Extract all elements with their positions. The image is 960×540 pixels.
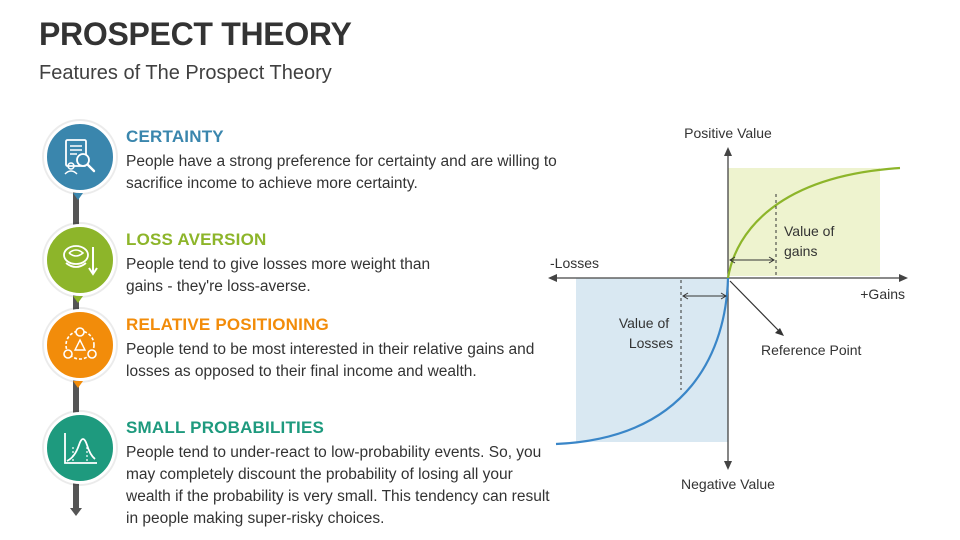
value-of-losses-label-line2: Losses [629,335,673,351]
page-subtitle: Features of The Prospect Theory [39,62,332,84]
relative-positioning-connector [73,381,83,388]
document-magnifier-icon [64,139,96,175]
loss-aversion-circle [44,224,116,296]
feature-heading: RELATIVE POSITIONING [126,315,329,334]
feature-heading: SMALL PROBABILITIES [126,418,325,437]
value-function-diagram: Positive Value Negative Value -Losses +G… [548,125,908,492]
small-probabilities-circle [44,412,116,484]
positive-value-label: Positive Value [684,125,772,141]
feature-relative-positioning: RELATIVE POSITIONING People tend to be m… [44,309,564,399]
gains-label: +Gains [860,286,905,302]
losses-curve [555,277,730,446]
negative-value-label: Negative Value [681,476,775,492]
value-of-gains-label-line2: gains [784,243,817,259]
money-down-arrow-icon [63,245,98,276]
bottom-arrowhead [724,461,732,470]
value-of-gains-label-line1: Value of [784,223,834,239]
people-network-icon [63,327,97,360]
top-arrowhead [724,147,732,156]
feature-description: People have a strong preference for cert… [126,153,557,192]
feature-heading: CERTAINTY [126,127,224,146]
value-of-losses-label-line1: Value of [619,315,669,331]
feature-heading: LOSS AVERSION [126,230,267,249]
gains-region [728,168,880,276]
right-arrowhead [899,274,908,282]
certainty-connector [73,193,83,200]
feature-small-probabilities: SMALL PROBABILITIES People tend to under… [44,412,564,532]
probability-curve-icon [64,433,97,464]
reference-point-label: Reference Point [761,342,862,358]
page-title: PROSPECT THEORY [39,16,352,52]
reference-pointer-line [729,280,781,333]
relative-positioning-circle [44,309,116,381]
losses-label: -Losses [550,255,599,271]
loss-aversion-connector [73,296,83,303]
feature-certainty: CERTAINTY People have a strong preferenc… [44,121,564,211]
feature-description: People tend to under-react to low-probab… [126,444,550,527]
feature-description: People tend to give losses more weight t… [126,256,431,295]
losses-region [576,278,728,442]
left-arrowhead [548,274,557,282]
feature-loss-aversion: LOSS AVERSION People tend to give losses… [44,224,564,314]
feature-description: People tend to be most interested in the… [126,341,535,380]
timeline-arrowhead [70,508,82,516]
certainty-circle [44,121,116,193]
